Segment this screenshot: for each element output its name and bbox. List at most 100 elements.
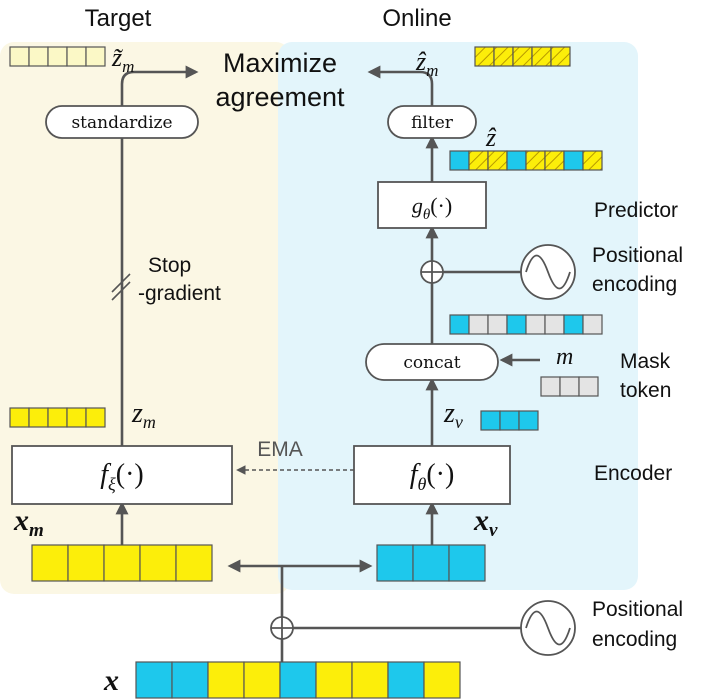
z-hat-label: ẑ xyxy=(485,123,497,152)
z-hat-token-1 xyxy=(449,150,470,171)
plus-operator-top xyxy=(420,260,444,284)
z-m-token-3 xyxy=(47,407,68,428)
standardize-to-objective xyxy=(120,65,199,106)
standardize-label: standardize xyxy=(71,113,172,133)
filter-to-objective xyxy=(367,65,434,106)
stop-gradient-line2: -gradient xyxy=(138,282,221,305)
x-v-token-strip xyxy=(376,544,486,582)
z-hat-m-token-5 xyxy=(550,46,571,67)
predictor-label: Predictor xyxy=(594,199,678,222)
z-tilde-m-label: z̃m xyxy=(111,43,134,76)
z-m-token-1 xyxy=(9,407,30,428)
positional-encoding-bottom-line1: Positional xyxy=(592,598,683,621)
input-x-token-1 xyxy=(135,661,173,699)
input-x-token-8 xyxy=(387,661,425,699)
target-encoder-node xyxy=(11,445,233,505)
z-v-token-1 xyxy=(480,410,501,431)
connectors xyxy=(111,65,540,662)
positional-encoding-top-line1: Positional xyxy=(592,244,683,267)
stop-gradient-line1: Stop xyxy=(148,254,191,277)
objective-line1: Maximize xyxy=(223,48,337,78)
z-tilde-m-token-strip xyxy=(9,46,106,67)
z-tilde-m-token-3 xyxy=(47,46,68,67)
target-encoder-function: fξ(·) xyxy=(100,459,143,494)
z-v-token-2 xyxy=(499,410,520,431)
z-m-token-strip xyxy=(9,407,106,428)
online-encoder-node xyxy=(353,445,511,505)
x-v-token-1 xyxy=(376,544,414,582)
mask-token-token-1 xyxy=(540,376,561,397)
m-label: m xyxy=(556,344,573,370)
z-tilde-m-token-4 xyxy=(66,46,87,67)
x-m-label: xm xyxy=(13,504,44,541)
online-title: Online xyxy=(382,5,451,32)
positional-encoding-bottom-line2: encoding xyxy=(592,628,677,651)
ema-label: EMA xyxy=(257,438,303,461)
z-hat-token-7 xyxy=(563,150,584,171)
concat-out-token-4 xyxy=(506,314,527,335)
sine-wave-icon-bottom xyxy=(520,600,576,656)
x-m-token-strip xyxy=(31,544,213,582)
filter-node xyxy=(387,105,477,139)
z-v-token-3 xyxy=(518,410,539,431)
x-v-token-2 xyxy=(412,544,450,582)
x-m-token-5 xyxy=(175,544,213,582)
x-m-token-4 xyxy=(139,544,177,582)
concat-out-token-2 xyxy=(468,314,489,335)
input-x-token-2 xyxy=(171,661,209,699)
z-tilde-m-token-2 xyxy=(28,46,49,67)
standardize-node xyxy=(45,105,199,139)
positional-encoding-top-line2: encoding xyxy=(592,273,677,296)
z-tilde-m-token-1 xyxy=(9,46,30,67)
input-x-token-5 xyxy=(279,661,317,699)
z-m-token-4 xyxy=(66,407,87,428)
z-m-label: zm xyxy=(131,398,156,432)
concat-out-token-1 xyxy=(449,314,470,335)
mask-token-line2: token xyxy=(620,379,671,402)
encoder-label: Encoder xyxy=(594,462,672,485)
z-v-label: zv xyxy=(443,398,463,432)
z-hat-token-4 xyxy=(506,150,527,171)
mask-token-token-3 xyxy=(578,376,599,397)
z-hat-m-token-1 xyxy=(474,46,495,67)
z-hat-token-8 xyxy=(582,150,603,171)
input-x-token-3 xyxy=(207,661,245,699)
predictor-node xyxy=(377,181,487,229)
stop-gradient-mark-2 xyxy=(111,281,131,301)
input-x-token-4 xyxy=(243,661,281,699)
x-v-token-3 xyxy=(448,544,486,582)
x-m-token-1 xyxy=(31,544,69,582)
concat-out-token-3 xyxy=(487,314,508,335)
z-hat-m-label: ẑm xyxy=(415,47,438,80)
z-tilde-m-token-5 xyxy=(85,46,106,67)
z-hat-token-3 xyxy=(487,150,508,171)
target-title: Target xyxy=(85,5,152,32)
concat-out-token-5 xyxy=(525,314,546,335)
predictor-function: gθ(·) xyxy=(412,193,452,223)
mask-token-line1: Mask xyxy=(620,350,671,373)
mask-token-token-2 xyxy=(559,376,580,397)
x-label: x xyxy=(103,664,119,697)
z-hat-m-token-4 xyxy=(531,46,552,67)
concat-out-token-8 xyxy=(582,314,603,335)
z-v-token-strip xyxy=(480,410,539,431)
filter-label: filter xyxy=(411,113,454,133)
z-hat-token-strip xyxy=(449,150,603,171)
z-hat-token-5 xyxy=(525,150,546,171)
input-x-token-9 xyxy=(423,661,461,699)
z-hat-token-2 xyxy=(468,150,489,171)
concat-output-token-strip xyxy=(449,314,603,335)
z-m-token-5 xyxy=(85,407,106,428)
z-m-token-2 xyxy=(28,407,49,428)
z-hat-token-6 xyxy=(544,150,565,171)
stop-gradient-mark-1 xyxy=(111,273,131,293)
z-hat-m-token-3 xyxy=(512,46,533,67)
concat-label: concat xyxy=(403,353,460,373)
objective-line2: agreement xyxy=(215,82,345,112)
x-m-token-3 xyxy=(103,544,141,582)
x-v-label: xv xyxy=(473,504,498,541)
z-hat-m-token-strip xyxy=(474,46,571,67)
concat-node xyxy=(365,343,499,381)
plus-operator-bottom xyxy=(270,616,294,640)
